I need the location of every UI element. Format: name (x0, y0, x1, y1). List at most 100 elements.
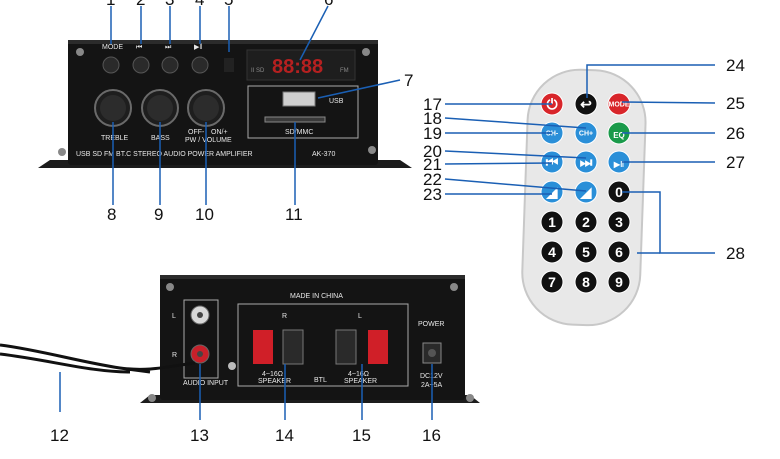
speaker-r-plus-terminal[interactable] (282, 329, 304, 365)
remote-vol-down-button[interactable] (540, 180, 564, 204)
callout-17: 17 (423, 95, 442, 114)
remote-digit-4-label: 4 (548, 244, 556, 260)
model-label: AK-370 (312, 151, 335, 158)
prev-icon: ⏮ (136, 44, 142, 51)
callout-3: 3 (165, 0, 174, 9)
remote-mode-button[interactable] (607, 92, 631, 116)
screw-icon (148, 394, 156, 402)
on-label: ON/+ (211, 129, 228, 136)
remote-return-button[interactable] (574, 92, 598, 116)
screw-icon (450, 283, 458, 291)
front-callout-lines (110, 5, 401, 205)
remote-digit-3-button[interactable] (607, 210, 631, 234)
callout-10: 10 (195, 205, 214, 224)
bass-knob-cap (147, 95, 173, 121)
rear-callout-lines (59, 364, 433, 420)
callout-1: 1 (106, 0, 115, 9)
display-small-right: FM (340, 68, 349, 74)
callout-12: 12 (50, 426, 69, 445)
sdmmc-label: SD/MMC (285, 129, 313, 136)
remote-eq-label: EQ (613, 131, 625, 140)
remote-return-label: ↩ (580, 96, 592, 112)
callout-18: 18 (423, 109, 442, 128)
remote-digit-8-label: 8 (582, 274, 590, 290)
remote-digit-1-button[interactable] (540, 210, 564, 234)
volume-label: PW / VOLUME (185, 137, 232, 144)
sd-slot[interactable] (264, 116, 326, 123)
usb-label: USB (329, 98, 344, 105)
remote-digit-4-button[interactable] (540, 240, 564, 264)
mode-label: MODE (102, 44, 123, 51)
cable-plug-icon (228, 362, 236, 370)
volume-knob-cap (193, 95, 219, 121)
remote-digit-5-button[interactable] (574, 240, 598, 264)
next-button[interactable] (161, 56, 179, 74)
remote-digit-9-button[interactable] (607, 270, 631, 294)
play-pause-button[interactable] (191, 56, 209, 74)
speaker-l-plus-terminal[interactable] (335, 329, 357, 365)
remote-digit-2-button[interactable] (574, 210, 598, 234)
remote-digit-1-label: 1 (548, 214, 556, 230)
remote-digit-6-button[interactable] (607, 240, 631, 264)
led-display (246, 49, 356, 81)
remote-vol-down-label: ◢ (546, 184, 558, 200)
callout-21: 21 (423, 155, 442, 174)
speaker-spec-r: 4~16Ω (262, 371, 283, 378)
remote-zero-label: 0 (615, 184, 623, 200)
callout-16: 16 (422, 426, 441, 445)
callout-19: 19 (423, 124, 442, 143)
audio-cable (0, 343, 196, 374)
front-amplifier: MODE ⏮ ⏭ ▶‖ 88:88 II SD FM TREBLE BASS O… (38, 40, 412, 168)
ir-receiver (224, 58, 234, 72)
screw-icon (368, 146, 376, 154)
speaker-l-minus-terminal[interactable] (368, 330, 388, 364)
treble-knob-cap (100, 95, 126, 121)
callout-7: 7 (404, 71, 413, 90)
made-in-label: MADE IN CHINA (290, 293, 343, 300)
screw-icon (76, 48, 84, 56)
remote-next-button[interactable] (574, 150, 598, 174)
speaker-l-label: L (358, 313, 362, 320)
remote-digit-8-button[interactable] (574, 270, 598, 294)
speaker-panel (237, 303, 409, 387)
remote-mode-label: MODE (609, 102, 630, 109)
callout-24: 24 (726, 56, 745, 75)
remote-ch-minus-label: CH- (546, 131, 559, 138)
play-pause-icon: ▶‖ (194, 44, 202, 51)
remote-digit-7-button[interactable] (540, 270, 564, 294)
treble-label: TREBLE (101, 135, 129, 142)
remote-digit-9-label: 9 (615, 274, 623, 290)
speaker-spec-l: 4~16Ω (348, 371, 369, 378)
callout-5: 5 (224, 0, 233, 9)
power-jack-hole (428, 349, 436, 357)
remote-vol-up-label: ◢ (580, 184, 592, 200)
btl-label: BTL (314, 377, 327, 384)
next-icon: ⏭ (165, 44, 172, 51)
speaker-r-minus-terminal[interactable] (253, 330, 273, 364)
remote-prev-label: ⏮ (546, 154, 559, 170)
callout-8: 8 (107, 205, 116, 224)
remote-next-label: ⏭ (580, 154, 593, 170)
screw-icon (166, 283, 174, 291)
callout-26: 26 (726, 124, 745, 143)
screw-icon (362, 48, 370, 56)
usb-port[interactable] (282, 91, 316, 107)
callout-9: 9 (154, 205, 163, 224)
callout-6: 6 (324, 0, 333, 9)
amp-rear-body (160, 275, 465, 400)
screw-icon (58, 148, 66, 156)
amp-front-top-edge (68, 40, 378, 44)
screw-icon (466, 394, 474, 402)
input-left-label: L (172, 313, 176, 320)
remote-vol-up-button[interactable] (574, 180, 598, 204)
audio-input-label: AUDIO INPUT (183, 380, 229, 387)
mode-button[interactable] (102, 56, 120, 74)
bottom-strip-text: USB SD FM BT.C STEREO AUDIO POWER AMPLIF… (76, 151, 253, 158)
callout-13: 13 (190, 426, 209, 445)
prev-button[interactable] (132, 56, 150, 74)
callout-2: 2 (136, 0, 145, 9)
callout-4: 4 (195, 0, 204, 9)
audio-input-panel (183, 299, 219, 379)
callout-15: 15 (352, 426, 371, 445)
